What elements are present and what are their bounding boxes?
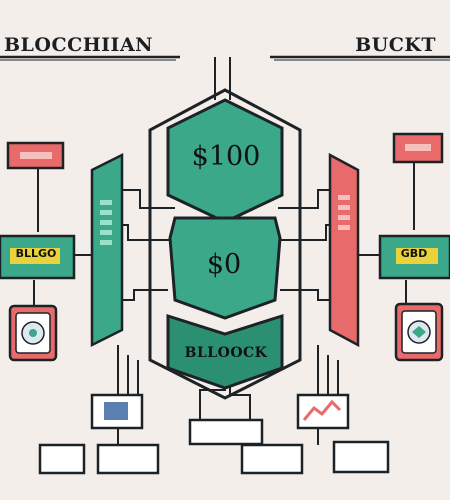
left-box-label: BLLGO	[15, 247, 57, 260]
right-monitor-icon	[296, 393, 350, 430]
right-label-highlight	[396, 248, 438, 264]
left-pillar	[90, 152, 124, 348]
left-label-highlight	[10, 248, 60, 264]
central-chain-outline	[148, 88, 302, 400]
title-rules	[0, 55, 450, 61]
right-box-label: GBD	[400, 247, 428, 260]
title-right: BUCKT	[355, 34, 436, 56]
right-device-icon	[394, 302, 444, 362]
left-device-icon	[8, 304, 58, 362]
left-monitor-icon	[90, 393, 144, 430]
title-left: BLOCCHIIAN	[4, 34, 154, 56]
right-pillar	[328, 152, 360, 348]
block-middle-value: $0	[206, 249, 242, 280]
block-bottom-label: BLLOOCK	[184, 345, 268, 361]
block-middle	[168, 216, 282, 320]
left-tag	[6, 141, 65, 170]
block-top-value: $100	[191, 141, 261, 172]
bottom-boxes	[38, 418, 390, 475]
right-tag	[392, 132, 444, 164]
block-bottom	[166, 313, 284, 390]
